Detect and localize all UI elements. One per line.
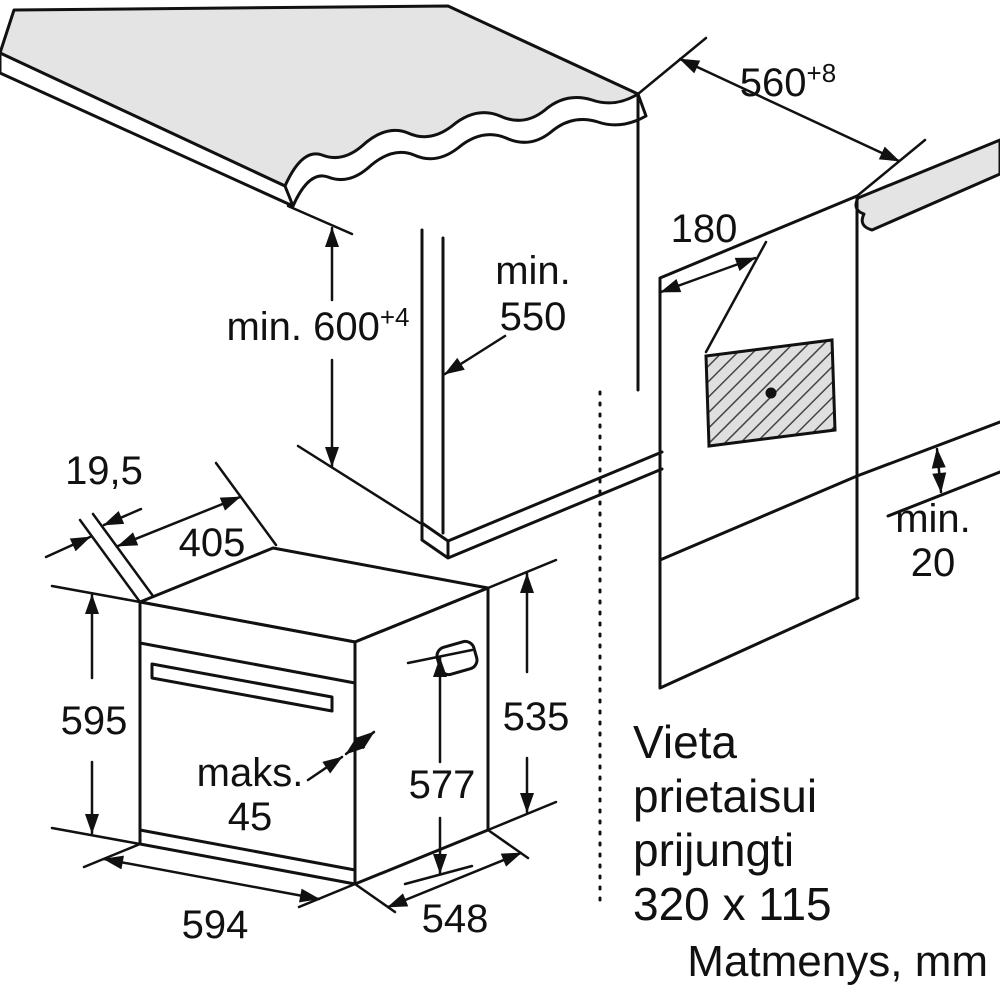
dim-45-arrow: [344, 730, 376, 756]
dim-600: min. 600+4: [226, 204, 422, 525]
niche-outline: [420, 94, 664, 560]
connection-note-line-2: prietaisui: [633, 770, 817, 822]
dim-19-5: 19,5: [44, 449, 155, 604]
dim-19-5-arrow-left: [44, 535, 92, 559]
adjacent-unit-panel: [854, 138, 1000, 232]
dim-180-extension: [704, 240, 768, 354]
dim-594-extension: [82, 842, 357, 909]
dim-600-label: min. 600+4: [226, 302, 409, 349]
dim-20-label-1: min.: [895, 497, 971, 541]
oven-control-panel-line: [138, 641, 357, 685]
dim-550: min. 550: [443, 249, 571, 376]
dim-535: 535: [486, 558, 570, 832]
dim-405-label: 405: [179, 521, 246, 565]
dim-19-5-extension: [78, 512, 155, 604]
oven-handle: [150, 662, 334, 713]
dim-180-arrow: [659, 256, 757, 294]
dim-560-label: 560+8: [740, 58, 836, 105]
dim-180: 180: [659, 207, 768, 354]
dim-405-arrow: [116, 495, 242, 548]
dim-45-label-1: maks.: [197, 751, 304, 795]
connection-note-line-1: Vieta: [633, 716, 737, 768]
dim-594-arrow: [102, 855, 321, 903]
dim-550-leader-arrow: [443, 334, 507, 376]
right-compartment-outline: [658, 194, 1000, 690]
dim-548-arrow: [386, 851, 523, 909]
oven-front-face: [138, 600, 357, 886]
dim-45: maks. 45: [197, 730, 376, 839]
connection-note-line-3: prijungti: [633, 824, 794, 876]
connection-note: Vieta prietaisui prijungti 320 x 115: [633, 716, 832, 930]
units-note: Matmenys, mm: [687, 937, 988, 986]
dim-19-5-label: 19,5: [65, 449, 143, 493]
connection-area: [704, 338, 837, 448]
dim-595: 595: [50, 584, 142, 846]
oven-side-face: [353, 586, 490, 886]
dim-560-arrow: [678, 57, 901, 163]
connection-cutout-dot: [765, 387, 777, 399]
countertop: [0, 4, 648, 208]
dim-600-extension: [286, 204, 422, 525]
dim-405-extension: [214, 461, 278, 547]
dim-594-label: 594: [182, 903, 249, 947]
dim-560: 560+8: [636, 36, 927, 198]
dim-20-label-2: 20: [911, 541, 956, 585]
dim-45-label-2: 45: [228, 795, 273, 839]
dim-577-label: 577: [409, 763, 476, 807]
dim-45-leader: [306, 755, 344, 782]
dim-405: 405: [116, 461, 278, 565]
dim-550-label-1: min.: [495, 249, 571, 293]
oven: [138, 546, 490, 886]
dim-594: 594: [82, 842, 357, 947]
dim-20-arrow: [931, 447, 947, 494]
dim-595-label: 595: [61, 699, 128, 743]
dim-19-5-arrow-right: [102, 507, 143, 527]
dim-548: 548: [353, 828, 530, 941]
dim-548-label: 548: [422, 897, 489, 941]
dim-550-label-2: 550: [500, 295, 567, 339]
connection-note-line-4: 320 x 115: [633, 878, 832, 930]
countertop-top-surface: [0, 4, 640, 188]
dim-535-label: 535: [503, 695, 570, 739]
dim-180-label: 180: [671, 207, 738, 251]
dim-560-extension: [636, 36, 927, 198]
dim-20: min. 20: [895, 447, 971, 585]
